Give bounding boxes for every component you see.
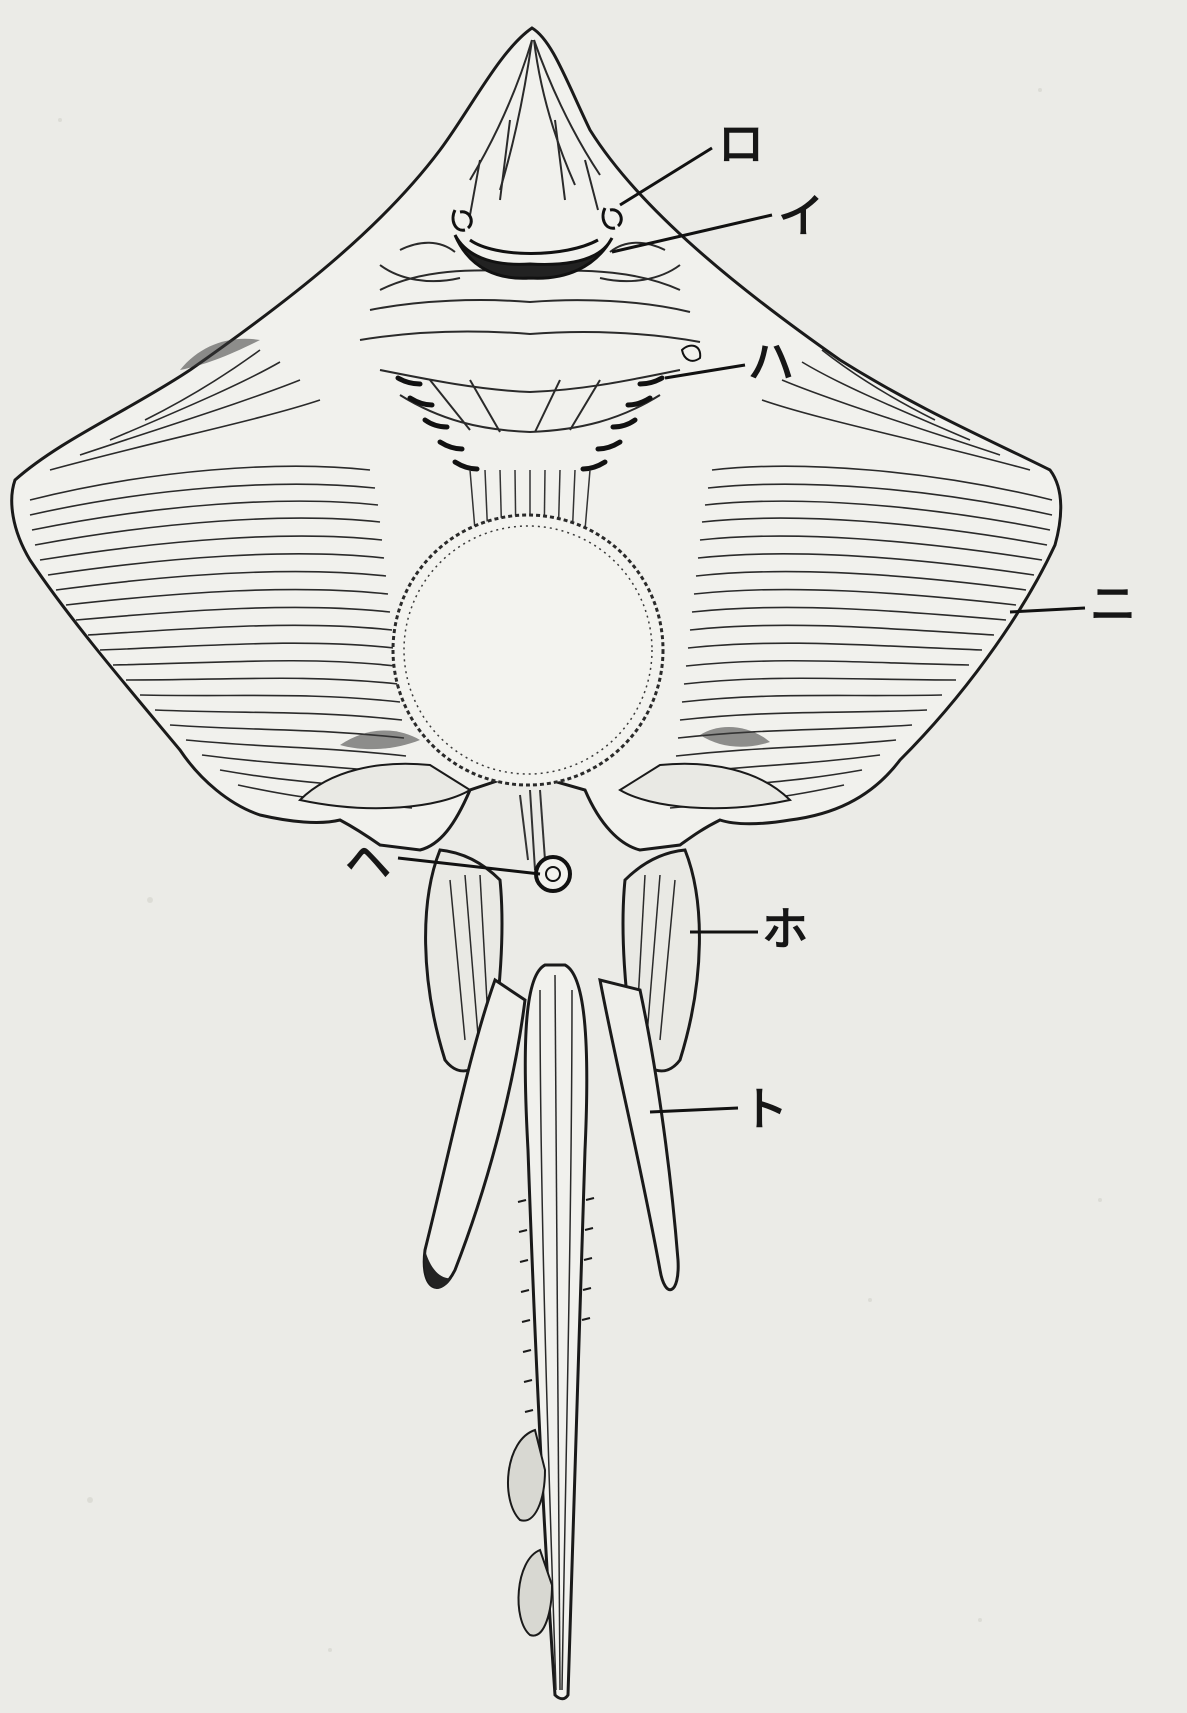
label-to: ト	[742, 1082, 788, 1136]
label-i: イ	[778, 189, 824, 243]
label-ha: ハ	[748, 335, 794, 389]
leader-ro	[620, 148, 712, 205]
abdominal-circle	[393, 515, 663, 785]
belly-midline	[520, 790, 545, 870]
leader-to	[650, 1108, 738, 1112]
label-ro: ロ	[718, 117, 764, 171]
label-he: ヘ	[345, 835, 391, 889]
label-ho: ホ	[762, 902, 808, 956]
label-ni: ニ	[1090, 577, 1136, 631]
cloaca-center	[546, 867, 560, 881]
